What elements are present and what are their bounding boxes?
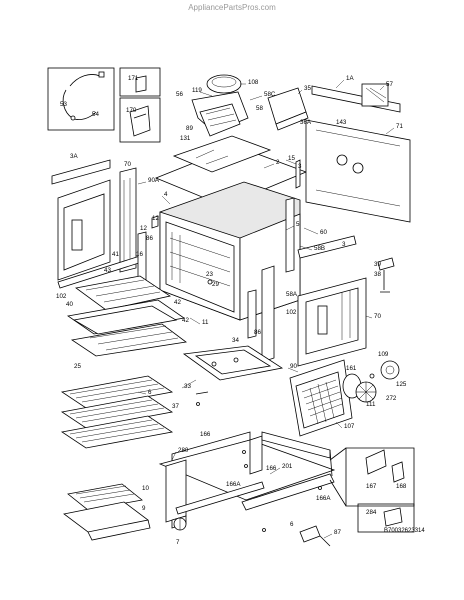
label-166-top: 166 bbox=[200, 431, 211, 438]
label-9: 9 bbox=[142, 505, 146, 512]
inset-bracket-170 bbox=[119, 97, 161, 143]
label-3-right: 3 bbox=[342, 241, 346, 248]
label-29: 29 bbox=[212, 281, 219, 288]
bottom-vent-tray bbox=[182, 345, 284, 406]
control-panel-back bbox=[305, 83, 411, 223]
label-2: 2 bbox=[276, 159, 280, 166]
label-38: 38 bbox=[374, 271, 381, 278]
convection-fan-assembly bbox=[289, 359, 400, 437]
label-90: 90 bbox=[290, 363, 297, 370]
label-57: 57 bbox=[386, 81, 393, 88]
vent-fan-assembly bbox=[191, 74, 249, 137]
misc-small-parts bbox=[151, 159, 395, 547]
label-170: 170 bbox=[126, 107, 137, 114]
label-54: 54 bbox=[92, 111, 99, 118]
label-53: 53 bbox=[60, 101, 67, 108]
label-166A-left: 166A bbox=[226, 481, 241, 488]
label-272: 272 bbox=[386, 395, 397, 402]
leader-lines bbox=[137, 79, 395, 539]
inset-switch-167-168 bbox=[329, 447, 415, 507]
label-1A: 1A bbox=[346, 75, 354, 82]
label-39: 39 bbox=[374, 261, 381, 268]
label-201: 201 bbox=[282, 463, 293, 470]
label-5: 5 bbox=[296, 221, 300, 228]
bake-element-drip-pans bbox=[66, 275, 187, 357]
label-143: 143 bbox=[336, 119, 347, 126]
label-280: 280 bbox=[178, 447, 189, 454]
left-side-panel bbox=[51, 159, 143, 289]
label-34: 34 bbox=[232, 337, 239, 344]
label-4: 4 bbox=[164, 191, 168, 198]
label-7: 7 bbox=[176, 539, 180, 546]
inset-bracket-171 bbox=[119, 67, 161, 97]
inset-part-284 bbox=[357, 503, 415, 533]
label-111: 111 bbox=[366, 401, 376, 408]
label-15: 15 bbox=[288, 155, 295, 162]
label-71: 71 bbox=[396, 123, 403, 130]
diagram-code: B70032623314 bbox=[384, 528, 425, 534]
label-125: 125 bbox=[396, 381, 407, 388]
label-284: 284 bbox=[366, 509, 377, 516]
label-43: 43 bbox=[104, 267, 111, 274]
label-23: 23 bbox=[206, 271, 213, 278]
label-171: 171 bbox=[128, 75, 139, 82]
label-119: 119 bbox=[192, 87, 202, 94]
label-90A: 90A bbox=[148, 177, 160, 184]
label-166A-right: 166A bbox=[316, 495, 331, 502]
label-58A: 58A bbox=[286, 291, 298, 298]
label-131: 131 bbox=[180, 135, 191, 142]
label-166-right: 166 bbox=[266, 465, 277, 472]
label-109: 109 bbox=[378, 351, 389, 358]
label-36A: 36A bbox=[300, 119, 312, 126]
label-6-bottom: 6 bbox=[290, 521, 294, 528]
label-107: 107 bbox=[344, 423, 355, 430]
label-10: 10 bbox=[142, 485, 149, 492]
label-42a: 42 bbox=[174, 299, 181, 306]
part-labels: 1A 57 54 53 171 170 108 119 56 58C 58 35… bbox=[56, 75, 407, 546]
broiler-pan bbox=[63, 483, 151, 541]
label-6-rack: 6 bbox=[148, 389, 152, 396]
label-60: 60 bbox=[320, 229, 327, 236]
inset-wire-harness bbox=[47, 67, 115, 131]
label-102-left: 102 bbox=[56, 293, 67, 300]
label-102-right: 102 bbox=[286, 309, 297, 316]
label-16: 16 bbox=[136, 251, 143, 258]
storage-drawer-frame bbox=[158, 431, 336, 529]
label-3A: 3A bbox=[70, 153, 78, 160]
label-12a: 12 bbox=[152, 215, 159, 222]
label-35: 35 bbox=[304, 85, 311, 92]
label-11: 11 bbox=[202, 319, 209, 326]
label-42b: 42 bbox=[182, 317, 189, 324]
label-86-lower: 86 bbox=[254, 329, 261, 336]
label-58C: 58C bbox=[264, 91, 276, 98]
label-33: 33 bbox=[184, 383, 191, 390]
label-108: 108 bbox=[248, 79, 259, 86]
oven-door-right bbox=[297, 235, 367, 367]
oven-racks bbox=[60, 375, 174, 449]
label-167: 167 bbox=[366, 483, 377, 490]
label-89: 89 bbox=[186, 125, 193, 132]
watermark-text: AppliancePartsPros.com bbox=[188, 3, 276, 12]
label-70-right: 70 bbox=[374, 313, 381, 320]
label-25: 25 bbox=[74, 363, 81, 370]
label-58B: 58B bbox=[314, 245, 325, 252]
label-37: 37 bbox=[172, 403, 179, 410]
label-168: 168 bbox=[396, 483, 407, 490]
oven-cavity-box bbox=[159, 181, 301, 321]
label-12b: 12 bbox=[140, 225, 147, 232]
label-56: 56 bbox=[176, 91, 183, 98]
label-3: 3 bbox=[298, 163, 302, 170]
label-58: 58 bbox=[256, 105, 263, 112]
label-40: 40 bbox=[66, 301, 73, 308]
label-70: 70 bbox=[124, 161, 131, 168]
label-41: 41 bbox=[112, 251, 119, 258]
label-161: 161 bbox=[346, 365, 357, 372]
vent-duct-56 bbox=[267, 87, 309, 131]
label-86: 86 bbox=[146, 235, 153, 242]
label-87: 87 bbox=[334, 529, 341, 536]
